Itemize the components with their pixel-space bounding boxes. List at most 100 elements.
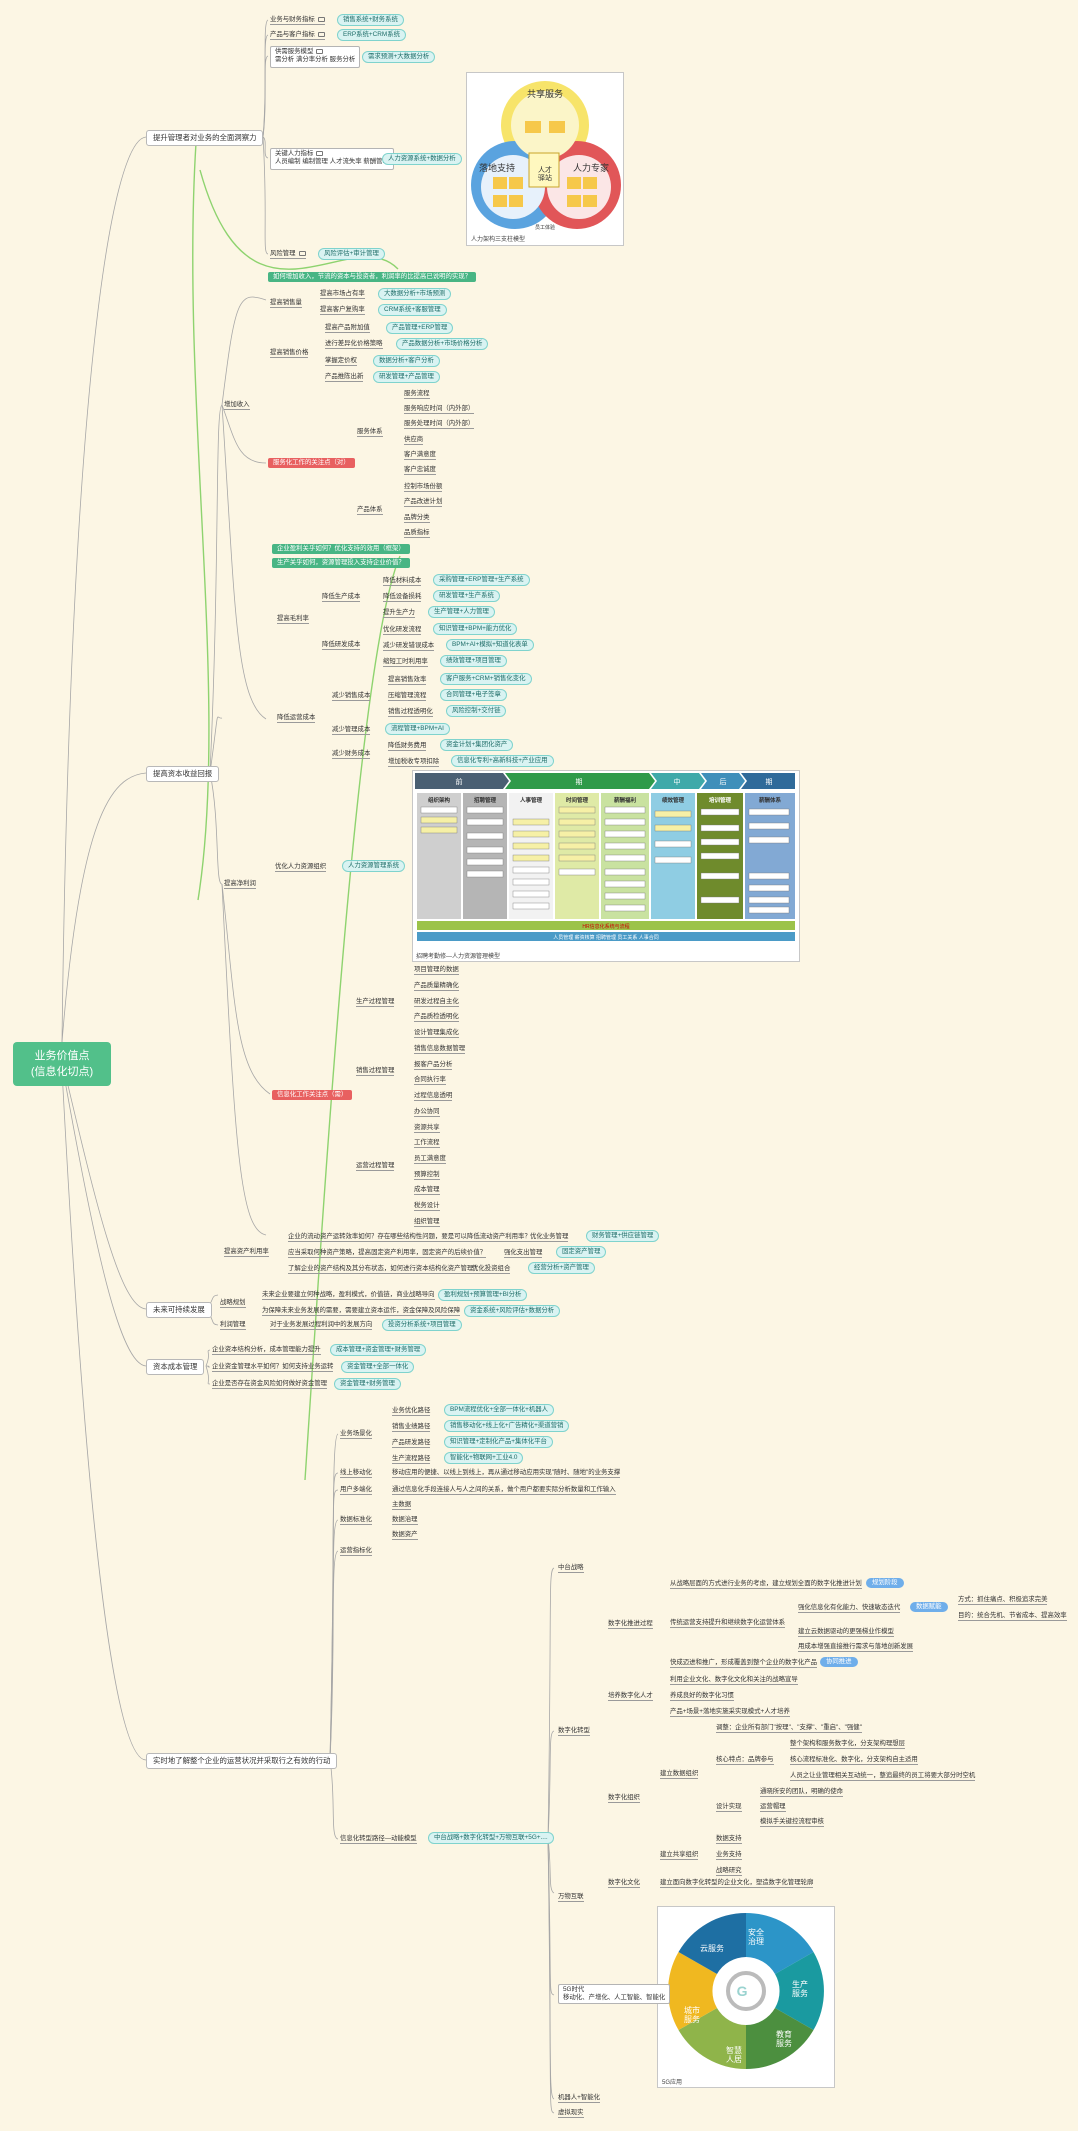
pill-biz-fin[interactable]: 销售系统+财务系统 [337,14,404,26]
leaf-op5[interactable]: 预算控制 [414,1171,440,1180]
node-ra1[interactable]: 企业的流动资产运转效率如何？存在哪些结构性问题，要是可以降低流动资产利用率？ [288,1233,531,1242]
pill-value-add[interactable]: 产品管理+ERP管理 [386,322,454,334]
node-cap-3[interactable]: 企业是否存在资金风险如何做好资金管理 [212,1380,328,1389]
node-ct3[interactable]: 产品+场景+落地实施采实现模式+人才培养 [670,1708,790,1717]
node-c12[interactable]: 降低设备损耗 [383,593,422,602]
node-dh22[interactable]: 建立云数据驱动的更强梯业作模型 [798,1628,894,1637]
pill-cap-2[interactable]: 资金管理+全部一体化 [341,1361,415,1373]
leaf-sv6[interactable]: 客户忠诚度 [404,466,436,475]
node-strategy[interactable]: 战略规划 [220,1299,246,1308]
node-increase-revenue[interactable]: 增加收入 [224,401,250,410]
red-info-focus[interactable]: 信息化工作关注点（需） [272,1090,353,1100]
pill-d13[interactable]: 风险控制+交付链 [446,705,507,717]
pill-d12[interactable]: 合同管理+电子签章 [440,689,507,701]
leaf-pm4[interactable]: 产品质检透明化 [414,1013,459,1022]
node-build-data-org[interactable]: 建立数据组织 [660,1770,699,1779]
leaf-op7[interactable]: 税务设计 [414,1202,440,1211]
node-middle-platform[interactable]: 中台战略 [558,1564,584,1573]
node-dh21[interactable]: 强化信息化有化能力、快速敏态迭代 [798,1604,901,1613]
pill-b1[interactable]: BPM流程优化+全部一体化+机器人 [444,1404,554,1416]
node-digital-progress[interactable]: 数字化推进过程 [608,1620,653,1629]
tag-collab[interactable]: 协同推进 [820,1657,858,1667]
q-resource-value[interactable]: 生产关乎如何，资源管理投入支持企业价值？ [272,558,410,568]
leaf-dat1[interactable]: 主数据 [392,1501,412,1510]
node-o12[interactable]: 核心特点：品牌参与 [716,1756,774,1765]
leaf-op4[interactable]: 员工满意度 [414,1155,446,1164]
pill-market-share[interactable]: 大数据分析+市场预测 [378,288,452,300]
leaf-pr2[interactable]: 产品改进计划 [404,498,443,507]
node-ra2a[interactable]: 强化支出管理 [504,1249,543,1258]
node-o11[interactable]: 调整：企业所有部门"按理"、"支撑"、"重启"、"强健" [716,1724,862,1733]
node-c11[interactable]: 降低材料成本 [383,577,422,586]
node-dh1[interactable]: 从战略层面的方式进行业务的考虑，建立规划全面的数字化推进计划 [670,1580,862,1589]
node-d13[interactable]: 销售过程透明化 [388,708,433,717]
leaf-sp4[interactable]: 过程信息透明 [414,1092,453,1101]
pill-risk[interactable]: 风险评估+审计管理 [318,248,385,260]
node-biz-scenario[interactable]: 业务场景化 [340,1430,372,1439]
node-d31[interactable]: 降低财务费用 [388,742,427,751]
pill-repurchase[interactable]: CRM系统+客服管理 [378,304,447,316]
pill-key-hr[interactable]: 人力资源系统+数据分析 [382,153,462,165]
node-reduce-production-cost[interactable]: 降低生产成本 [322,593,361,602]
leaf-pm1[interactable]: 项目管理的数据 [414,966,459,975]
q-increase-revenue[interactable]: 如何增加收入，节流的资本与投资者，利润率的比提高已说明的实现？ [268,272,477,282]
node-b2[interactable]: 销售业绩路径 [392,1423,431,1432]
pill-c13[interactable]: 生产管理+人力管理 [428,606,495,618]
pill-strategy-1[interactable]: 盈利规划+预算管理+BI分析 [438,1289,528,1301]
node-data-std[interactable]: 数据标准化 [340,1516,372,1525]
node-o22[interactable]: 业务支持 [716,1851,742,1860]
pill-supply-demand[interactable]: 需求预测+大数据分析 [362,51,436,63]
node-build-share-org[interactable]: 建立共享组织 [660,1851,699,1860]
node-d11[interactable]: 提高销售效率 [388,676,427,685]
node-biz-fin-metrics[interactable]: 业务与财务指标 [270,16,325,25]
pill-c21[interactable]: 知识管理+BPM+能力优化 [433,623,518,635]
node-mobile-1[interactable]: 移动应用的便捷、以线上到线上，再从通过移动应用实现"随时、随地"的业务支撑 [392,1469,621,1478]
node-dh3[interactable]: 快成迈进和推广，形成覆盖到整个企业的数字化产品 [670,1659,817,1668]
node-reduce-finance-cost[interactable]: 减少财务成本 [332,750,371,759]
node-c21[interactable]: 优化研发流程 [383,626,422,635]
pill-profit-1[interactable]: 投资分析系统+项目管理 [382,1319,462,1331]
leaf-op3[interactable]: 工作流程 [414,1139,440,1148]
tag-planning[interactable]: 规划阶段 [866,1578,904,1588]
leaf-op6[interactable]: 成本管理 [414,1186,440,1195]
node-o123[interactable]: 人员之让业管理相关互动统一，整追最终的员工将要大部分时空机 [790,1772,976,1781]
node-reduce-opex[interactable]: 降低运营成本 [277,714,316,723]
leaf-sp3[interactable]: 合同执行率 [414,1076,446,1085]
pill-info-path[interactable]: 中台战略+数字化转型+万物互联+5G+.... [428,1832,554,1844]
root-node[interactable]: 业务价值点 (信息化切点) [13,1042,111,1086]
leaf-sv1[interactable]: 服务流程 [404,390,430,399]
pill-ra1[interactable]: 财务管理+供应链管理 [586,1230,660,1242]
node-hr-org[interactable]: 优化人力资源组织 [275,863,327,872]
node-market-share[interactable]: 提高市场占有率 [320,290,365,299]
node-strategy-2[interactable]: 为保障未来业务发展的需要，需要建立资本运作，资金保障及风险保障 [262,1307,461,1316]
node-profit-mgmt[interactable]: 利润管理 [220,1321,246,1330]
node-service-system[interactable]: 服务体系 [357,428,383,437]
pill-c22[interactable]: BPM+AI+模拟+知道化表单 [446,639,534,651]
node-o122[interactable]: 核心流程标准化、数字化，分支架构自主适用 [790,1756,918,1765]
pill-cap-1[interactable]: 成本管理+资金管理+财务管理 [330,1344,427,1356]
node-b1[interactable]: 业务优化路径 [392,1407,431,1416]
node-reduce-mgmt-cost[interactable]: 减少管理成本 [332,726,371,735]
node-dh21a[interactable]: 方式：抓住痛点、积极追求完美 [958,1596,1048,1605]
node-ra3[interactable]: 了解企业的资产结构及其分布状态，如何进行资本结构化资产管理？ [288,1265,480,1274]
node-iot[interactable]: 万物互联 [558,1893,584,1902]
leaf-pm5[interactable]: 设计管理集成化 [414,1029,459,1038]
node-increase-volume[interactable]: 提高销售量 [270,299,302,308]
pill-strategy-2[interactable]: 资金系统+风险评估+数据分析 [464,1305,561,1317]
pill-c23[interactable]: 绩效管理+项目管理 [440,655,507,667]
node-talent[interactable]: 培养数字化人才 [608,1692,653,1701]
node-risk[interactable]: 风险管理 [270,250,306,259]
branch-insight[interactable]: 提升管理者对业务的全面洞察力 [146,130,264,146]
branch-sustainable[interactable]: 未来可持续发展 [146,1302,212,1318]
leaf-pr1[interactable]: 控制市场份额 [404,483,443,492]
node-profit-1[interactable]: 对于业务发展过程利润中的发展方向 [270,1321,373,1330]
branch-capital-cost[interactable]: 资本成本管理 [146,1359,205,1375]
node-o131[interactable]: 通晓所安的团队，明确的使命 [760,1788,844,1797]
node-c23[interactable]: 缩短工时利用率 [383,658,428,667]
node-value-add[interactable]: 提高产品附加值 [325,324,370,333]
node-digital-org[interactable]: 数字化组织 [608,1794,640,1803]
q-profit-framework[interactable]: 企业盈利关乎如何？优化支持的效用（框架） [272,544,410,554]
node-net-profit[interactable]: 提高净利润 [224,880,256,889]
node-c13[interactable]: 提升生产力 [383,609,415,618]
leaf-pm2[interactable]: 产品质量精确化 [414,982,459,991]
